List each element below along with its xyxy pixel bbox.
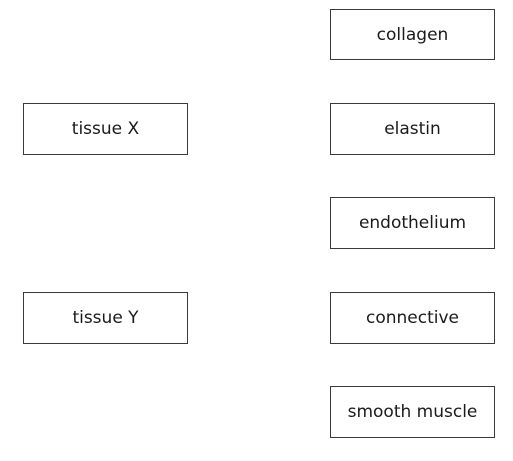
option-connective-box[interactable]: connective (330, 292, 495, 344)
option-collagen-label: collagen (376, 24, 449, 45)
option-endothelium-box[interactable]: endothelium (330, 197, 495, 249)
option-smooth-muscle-box[interactable]: smooth muscle (330, 386, 495, 438)
option-smooth-muscle-label: smooth muscle (347, 402, 478, 422)
tissue-y-label: tissue Y (72, 308, 139, 328)
tissue-x-box[interactable]: tissue X (23, 103, 188, 155)
option-endothelium-label: endothelium (358, 213, 467, 233)
option-connective-label: connective (365, 308, 459, 328)
tissue-y-box[interactable]: tissue Y (23, 292, 188, 344)
tissue-x-label: tissue X (71, 119, 140, 139)
option-elastin-label: elastin (384, 119, 441, 139)
option-collagen-box[interactable]: collagen (330, 9, 495, 60)
option-elastin-box[interactable]: elastin (330, 103, 495, 155)
